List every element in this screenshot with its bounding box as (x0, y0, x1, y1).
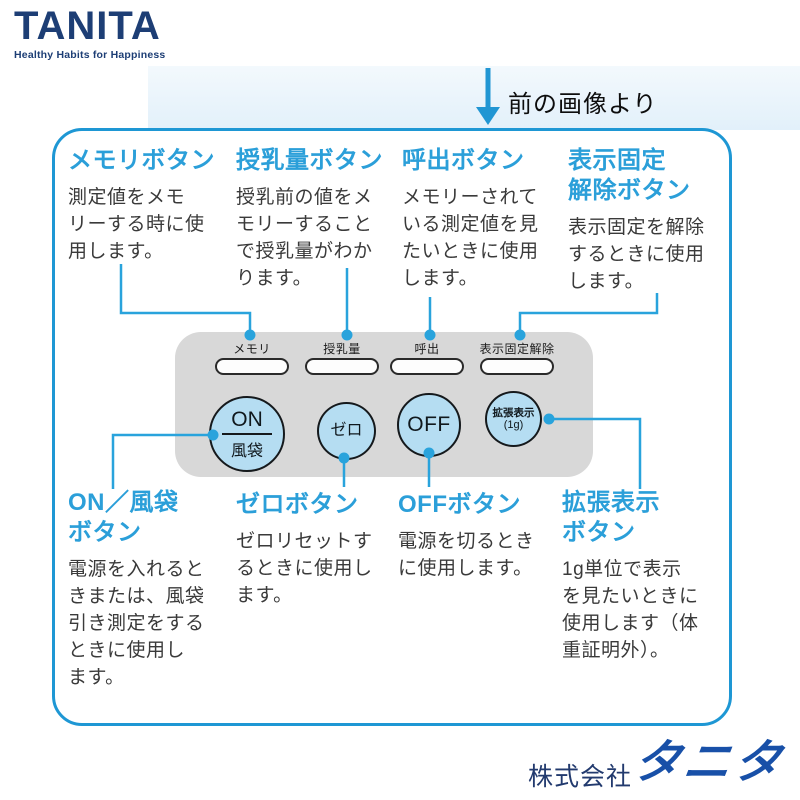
memory-key (215, 358, 289, 375)
recall-key (390, 358, 464, 375)
zero-button-label: ゼロ (330, 422, 363, 440)
zero-button: ゼロ (317, 402, 376, 460)
memory-key-label: メモリ (233, 342, 271, 356)
off-description: OFFボタン 電源を切るとき に使用します。 (398, 490, 554, 583)
banner-label: 前の画像より (508, 91, 658, 118)
banner-bar (148, 66, 800, 130)
feeding-amount-button-body: 授乳前の値をメ モリーすること で授乳量がわか ります。 (236, 187, 373, 289)
expanded-display-description: 拡張表示 ボタン 1g単位で表示 を見たいときに 使用します（体 重証明外）。 (562, 488, 718, 665)
memory-button-body: 測定値をメモ リーする時に使 用します。 (68, 187, 205, 262)
on-tare-heading: ON／風袋 ボタン (68, 489, 179, 546)
off-body: 電源を切るとき に使用します。 (398, 531, 535, 579)
expanded-display-button-top-label: 拡張表示 (492, 406, 535, 419)
recall-button-heading: 呼出ボタン (402, 147, 525, 174)
zero-description: ゼロボタン ゼロリセットす るときに使用し ます。 (236, 490, 392, 610)
footer-tanita-logo: タニタ (630, 735, 788, 788)
zero-body: ゼロリセットす るときに使用し ます。 (236, 531, 373, 606)
off-button: OFF (397, 393, 461, 457)
display-hold-release-key (480, 358, 554, 375)
on-tare-button-top-label: ON (222, 407, 272, 436)
feeding-amount-button-heading: 授乳量ボタン (236, 147, 383, 174)
zero-heading: ゼロボタン (236, 491, 359, 518)
expanded-display-body: 1g単位で表示 を見たいときに 使用します（体 重証明外）。 (562, 559, 699, 661)
on-tare-button: ON 風袋 (209, 396, 285, 472)
on-tare-description: ON／風袋 ボタン 電源を入れると きまたは、風袋 引き測定をする ときに使用し… (68, 488, 224, 692)
display-hold-release-button-body: 表示固定を解除 するときに使用 します。 (568, 217, 705, 292)
recall-button-description: 呼出ボタン メモリーされて いる測定値を見 たいときに使用 します。 (402, 146, 558, 293)
off-button-label: OFF (407, 413, 451, 437)
tanita-logo: TANITA Healthy Habits for Happiness (14, 6, 165, 61)
recall-button-body: メモリーされて いる測定値を見 たいときに使用 します。 (402, 187, 539, 289)
tanita-tagline: Healthy Habits for Happiness (14, 49, 166, 61)
display-hold-release-button-description: 表示固定 解除ボタン 表示固定を解除 するときに使用 します。 (568, 146, 724, 296)
expanded-display-heading: 拡張表示 ボタン (562, 489, 660, 546)
on-tare-body: 電源を入れると きまたは、風袋 引き測定をする ときに使用し ます。 (68, 559, 205, 688)
memory-button-description: メモリボタン 測定値をメモ リーする時に使 用します。 (68, 146, 224, 266)
display-hold-release-button-heading: 表示固定 解除ボタン (568, 147, 691, 204)
feeding-amount-key (305, 358, 379, 375)
off-heading: OFFボタン (398, 491, 521, 518)
expanded-display-button: 拡張表示 (1g) (485, 391, 542, 447)
recall-key-label: 呼出 (414, 342, 440, 356)
memory-button-heading: メモリボタン (68, 147, 215, 174)
feeding-amount-key-label: 授乳量 (323, 342, 361, 356)
display-hold-release-key-label: 表示固定解除 (479, 342, 555, 356)
feeding-amount-button-description: 授乳量ボタン 授乳前の値をメ モリーすること で授乳量がわか ります。 (236, 146, 392, 293)
footer-company-text: 株式会社 (528, 763, 633, 791)
tanita-wordmark: TANITA (14, 4, 161, 48)
expanded-display-button-bottom-label: (1g) (503, 419, 524, 432)
on-tare-button-bottom-label: 風袋 (230, 443, 263, 461)
